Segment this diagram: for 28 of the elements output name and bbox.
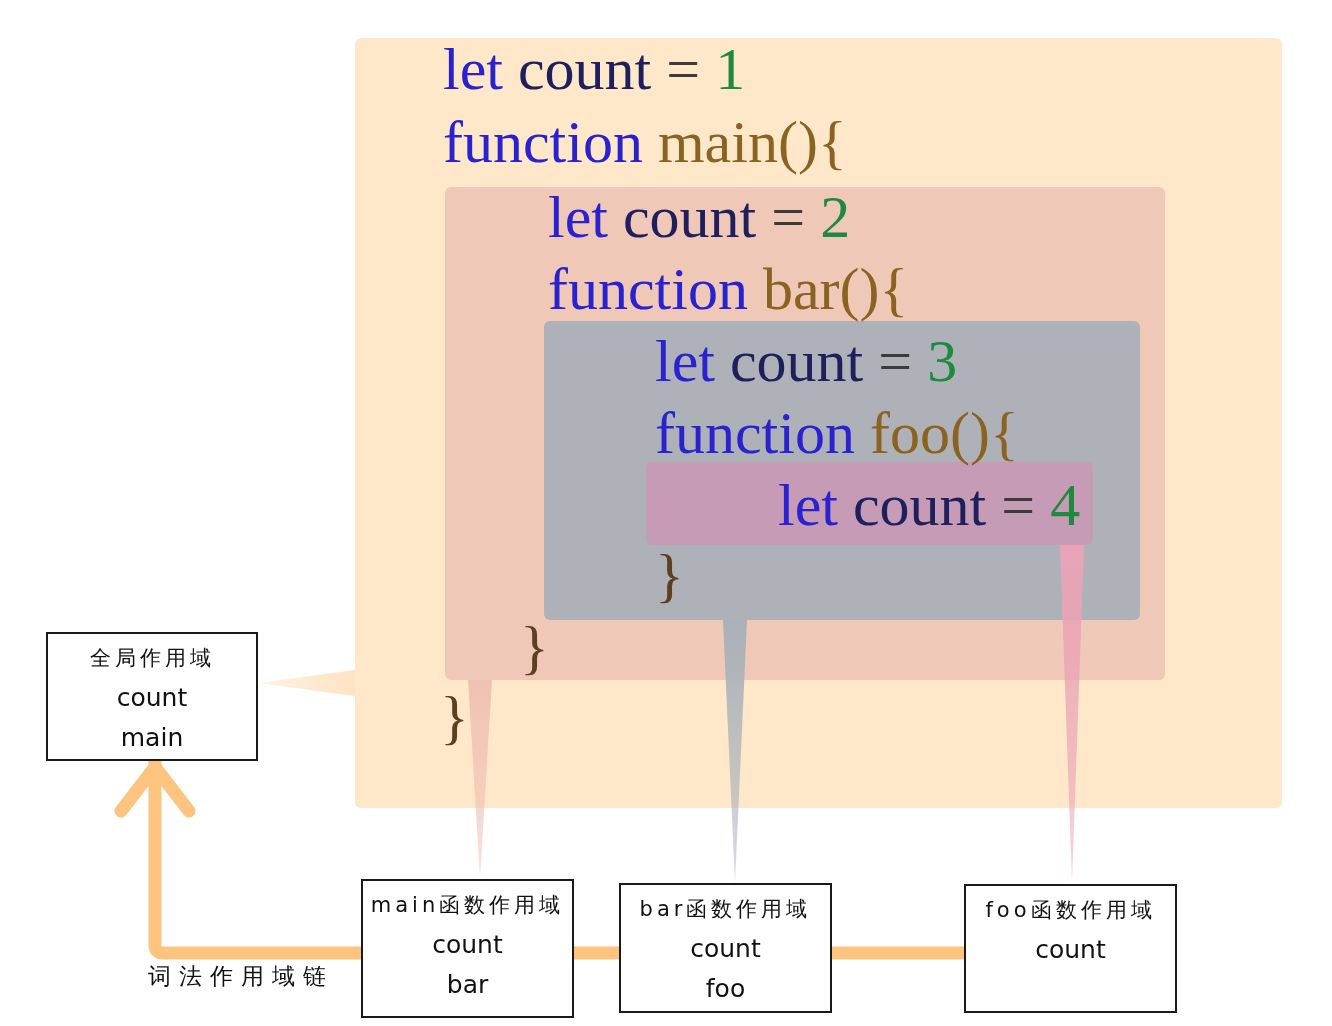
box-title: foo函数作用域: [985, 897, 1156, 924]
code-line: let count = 1: [443, 39, 746, 99]
scope-box: [964, 884, 1177, 1013]
variable-name: main: [120, 722, 184, 754]
scope-panel: [355, 38, 1282, 808]
chain-arrow: [114, 760, 361, 960]
variable-name: foo: [705, 973, 746, 1005]
scope-box: [361, 879, 574, 1018]
variable-name: count: [432, 929, 503, 961]
code-line: }: [655, 545, 684, 605]
variable-name: count: [690, 933, 761, 965]
box-title: bar函数作用域: [639, 896, 812, 923]
variable-name: count: [116, 682, 188, 714]
chain-line: [574, 946, 619, 960]
chain-line: [832, 946, 964, 960]
box-title: 全局作用域: [89, 645, 215, 672]
scope-panel: [544, 321, 1140, 620]
box-title: main函数作用域: [370, 892, 565, 919]
code-line: }: [520, 617, 549, 677]
variable-name: count: [1035, 934, 1106, 966]
code-line: let count = 3: [655, 331, 958, 391]
scope-panel: [445, 187, 1165, 680]
code-line: }: [440, 687, 469, 747]
scope-box: [46, 632, 258, 761]
code-line: let count = 4: [778, 475, 1081, 535]
scope-box: [619, 883, 832, 1013]
code-line: let count = 2: [548, 187, 851, 247]
variable-name: bar: [446, 969, 489, 1001]
